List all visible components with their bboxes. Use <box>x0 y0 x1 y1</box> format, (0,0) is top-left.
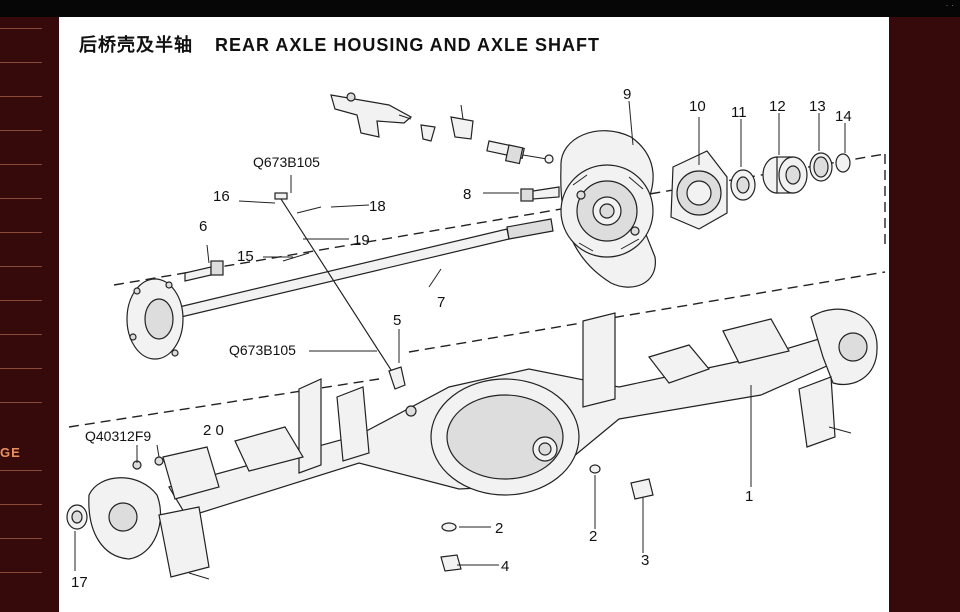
vent-fitting <box>405 405 417 417</box>
gasket <box>441 522 457 532</box>
bolt <box>520 186 560 202</box>
exploded-view-drawing: 1 2 2 3 4 5 6 7 8 9 10 11 12 13 14 15 16… <box>66 86 886 591</box>
dashed-guide-line <box>408 271 886 353</box>
sidebar-item-label[interactable]: GE <box>0 445 21 460</box>
leader-line <box>628 100 634 146</box>
hub-seal-inner <box>71 510 83 524</box>
callout-20: 2 0 <box>203 422 224 439</box>
cable-clip <box>420 124 436 142</box>
diagram-title: 后桥壳及半轴 REAR AXLE HOUSING AND AXLE SHAFT <box>79 31 600 57</box>
callout-10: 10 <box>689 98 706 115</box>
bearing-ring <box>809 152 833 182</box>
bearing-retainer <box>670 150 728 230</box>
callout-5: 5 <box>393 312 401 329</box>
callout-19: 19 <box>353 232 370 249</box>
top-bar: · · <box>0 0 960 17</box>
sidebar-divider <box>0 164 42 165</box>
sidebar-divider <box>0 538 42 539</box>
sidebar-divider <box>0 198 42 199</box>
gasket <box>589 464 601 474</box>
sidebar-divider <box>0 62 42 63</box>
brake-backing-plate <box>560 130 656 288</box>
callout-1: 1 <box>745 488 753 505</box>
sidebar-divider <box>0 232 42 233</box>
callout-18: 18 <box>369 198 386 215</box>
callout-13: 13 <box>809 98 826 115</box>
wheel-stud <box>184 260 224 282</box>
breather-hose <box>274 192 406 390</box>
callout-15: 15 <box>237 248 254 265</box>
part-code-label: Q673B105 <box>253 154 320 170</box>
drain-plug <box>440 554 462 572</box>
title-english: REAR AXLE HOUSING AND AXLE SHAFT <box>215 35 601 55</box>
dashed-guide-line <box>113 153 886 286</box>
oil-seal <box>730 169 756 201</box>
leader-line <box>238 200 276 204</box>
sidebar-divider <box>0 470 42 471</box>
leader-line <box>330 204 370 208</box>
sidebar-divider <box>0 266 42 267</box>
callout-8: 8 <box>463 186 471 203</box>
leader-line <box>156 444 160 458</box>
brake-cable-end <box>486 140 554 165</box>
washer <box>154 456 164 466</box>
right-panel <box>889 17 960 612</box>
callout-11: 11 <box>731 104 747 121</box>
callout-2: 2 <box>589 528 597 545</box>
callout-2: 2 <box>495 520 503 537</box>
sidebar-divider <box>0 402 42 403</box>
snap-ring <box>835 153 851 173</box>
left-sidebar: GE <box>0 17 59 612</box>
part-code-label: Q673B105 <box>229 342 296 358</box>
sidebar-divider <box>0 130 42 131</box>
callout-4: 4 <box>501 558 509 575</box>
callout-12: 12 <box>769 98 786 115</box>
sidebar-divider <box>0 504 42 505</box>
sidebar-divider <box>0 334 42 335</box>
fill-plug <box>630 478 654 500</box>
callout-14: 14 <box>835 108 852 125</box>
parts-diagram: 后桥壳及半轴 REAR AXLE HOUSING AND AXLE SHAFT <box>59 17 889 612</box>
part-code-label: Q40312F9 <box>85 428 151 444</box>
sidebar-divider <box>0 368 42 369</box>
leader-line <box>206 244 210 264</box>
sidebar-divider <box>0 300 42 301</box>
sidebar-divider <box>0 572 42 573</box>
axle-housing <box>88 308 878 580</box>
callout-6: 6 <box>199 218 207 235</box>
axle-shaft <box>126 218 554 360</box>
wheel-bearing <box>762 156 808 194</box>
status-indicator-icon: · · <box>945 0 955 10</box>
brake-cable-bracket <box>330 92 413 138</box>
callout-17: 17 <box>71 574 88 591</box>
sidebar-divider <box>0 96 42 97</box>
callout-7: 7 <box>437 294 445 311</box>
leader-line <box>428 268 442 288</box>
callout-9: 9 <box>623 86 631 103</box>
callout-3: 3 <box>641 552 649 569</box>
cable-bracket-small <box>450 104 474 140</box>
title-chinese: 后桥壳及半轴 <box>79 35 193 55</box>
dashed-guide-line <box>68 378 380 428</box>
callout-16: 16 <box>213 188 230 205</box>
sidebar-divider <box>0 28 42 29</box>
